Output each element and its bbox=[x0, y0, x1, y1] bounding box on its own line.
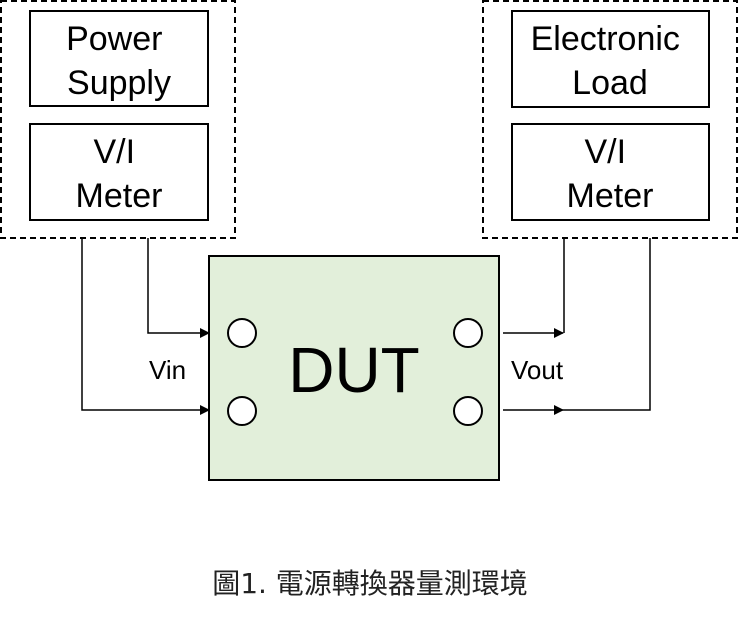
power-supply-label: Power Supply bbox=[66, 20, 172, 102]
electronic-load-box bbox=[511, 10, 710, 108]
vout-label: Vout bbox=[511, 355, 564, 385]
load-vi-meter-label: V/I Meter bbox=[567, 133, 654, 215]
source-vi-meter-box bbox=[29, 123, 209, 221]
source-group-dashed-box bbox=[0, 0, 236, 239]
load-vi-meter-box bbox=[511, 123, 710, 221]
vin-top-wire bbox=[147, 238, 210, 338]
power-supply-box bbox=[29, 10, 209, 107]
vin-label: Vin bbox=[149, 355, 186, 385]
figure-caption: 圖1. 電源轉換器量測環境 bbox=[212, 567, 528, 600]
source-vi-meter-label: V/I Meter bbox=[76, 133, 163, 215]
dut-input-terminal-bottom bbox=[227, 396, 257, 426]
load-group-dashed-box bbox=[482, 0, 738, 239]
electronic-load-label: Electronic Load bbox=[531, 20, 690, 102]
dut-input-terminal-top bbox=[227, 318, 257, 348]
vin-bottom-wire bbox=[81, 238, 210, 415]
vout-bottom-riser bbox=[563, 238, 651, 411]
dut-label: DUT bbox=[288, 334, 420, 406]
dut-output-terminal-top bbox=[453, 318, 483, 348]
dut-box bbox=[208, 255, 500, 481]
dut-output-terminal-bottom bbox=[453, 396, 483, 426]
